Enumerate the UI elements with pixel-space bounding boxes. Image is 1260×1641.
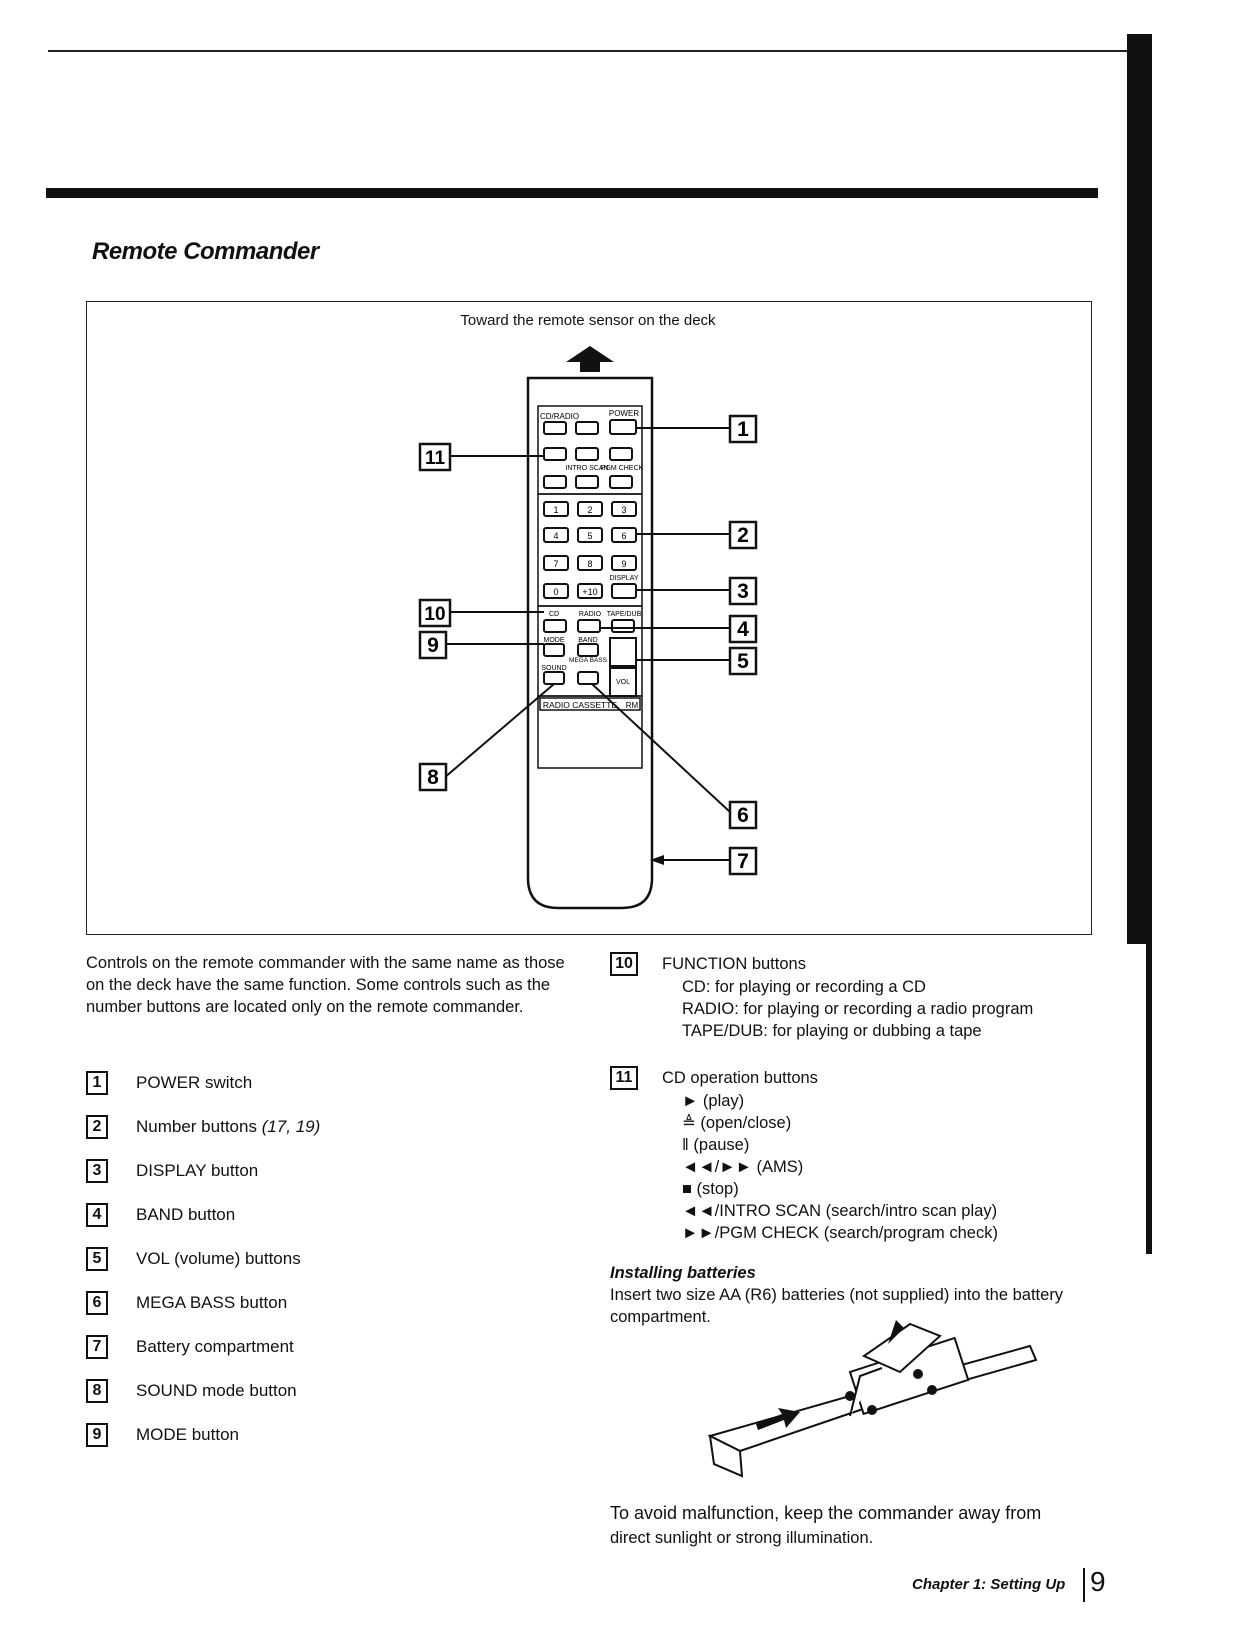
callout-4: 4: [737, 618, 749, 641]
figure-frame: [86, 301, 1092, 935]
page-number: 9: [1090, 1566, 1106, 1597]
malfunction-note-1: To avoid malfunction, keep the commander…: [610, 1503, 1042, 1523]
insert-arrow-icon: [756, 1408, 800, 1430]
rm-label: RM: [626, 701, 639, 710]
mega-bass-label: MEGA BASS: [569, 657, 608, 664]
callout-11: 11: [425, 448, 446, 469]
tapedub-label: TAPE/DUB: [607, 611, 642, 618]
section-rule: [46, 188, 1098, 198]
key-5: 5: [587, 531, 592, 541]
callout-8: 8: [427, 766, 439, 789]
key-6: 6: [621, 531, 626, 541]
mode-label: MODE: [544, 637, 565, 644]
sound-label: SOUND: [541, 665, 566, 672]
figure-caption: Toward the remote sensor on the deck: [460, 312, 716, 329]
callout-2: 2: [737, 524, 749, 547]
intro-scan-label: INTRO SCAN: [565, 465, 608, 472]
callout-5: 5: [737, 650, 749, 673]
battery-illustration: [707, 1320, 1038, 1478]
callout-10: 10: [424, 604, 445, 625]
top-rule: [48, 50, 1130, 52]
edge-bar: [1127, 34, 1149, 944]
remote-diagram: CD/RADIO POWER INTRO SCAN PGM CHECK 1 2 …: [418, 346, 758, 910]
key-3: 3: [621, 505, 626, 515]
key-4: 4: [553, 531, 558, 541]
edge-bar-thin: [1146, 34, 1152, 1254]
callout-6: 6: [737, 804, 749, 827]
intro-paragraph: Controls on the remote commander with th…: [86, 954, 565, 1016]
key-1: 1: [553, 505, 558, 515]
cd-label: CD: [549, 611, 559, 618]
callout-3: 3: [737, 580, 749, 603]
batteries-section: Installing batteries Insert two size AA …: [610, 1264, 1064, 1326]
page-separator: [1083, 1568, 1085, 1602]
power-label: POWER: [609, 409, 639, 418]
radio-label: RADIO: [579, 611, 602, 618]
callout-1: 1: [737, 418, 749, 441]
key-0: 0: [553, 587, 558, 597]
key-10: +10: [582, 587, 597, 597]
page-title: Remote Commander: [92, 238, 319, 265]
radio-cassette-label: RADIO CASSETTE: [543, 700, 617, 710]
key-7: 7: [553, 559, 558, 569]
up-arrow-icon: [566, 346, 614, 372]
callout-9: 9: [427, 634, 439, 657]
display-label: DISPLAY: [609, 575, 638, 582]
vol-label: VOL: [616, 679, 630, 686]
band-label: BAND: [578, 637, 597, 644]
key-9: 9: [621, 559, 626, 569]
pgm-check-label: PGM CHECK: [601, 465, 644, 472]
malfunction-note-2: direct sunlight or strong illumination.: [610, 1529, 874, 1547]
key-2: 2: [587, 505, 592, 515]
cdradio-label: CD/RADIO: [540, 412, 579, 421]
number-keypad: 1 2 3 4 5 6 7 8 9 0 +10 DISPLAY: [543, 501, 639, 599]
key-8: 8: [587, 559, 592, 569]
arrow-7-icon: [650, 855, 664, 865]
chapter-footer: Chapter 1: Setting Up: [912, 1576, 1066, 1593]
callout-7: 7: [737, 850, 749, 873]
